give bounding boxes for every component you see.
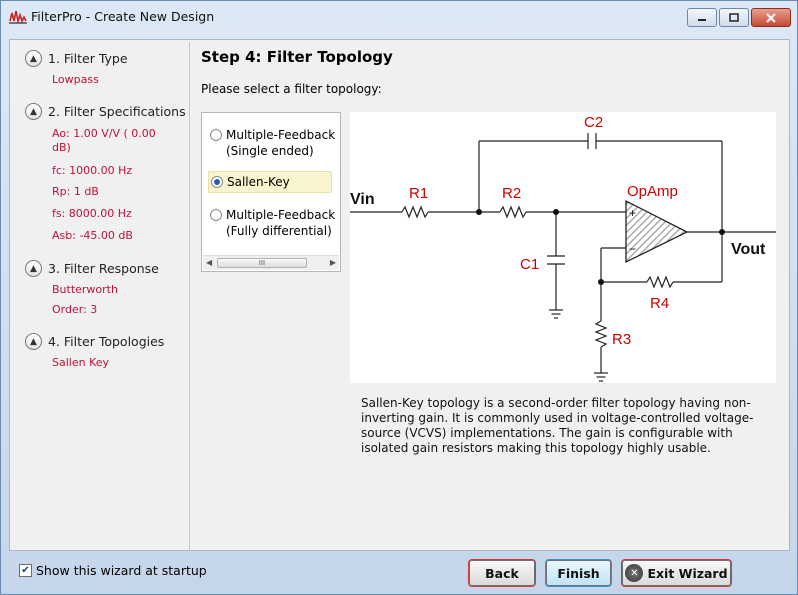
page-title: Step 4: Filter Topology — [201, 48, 393, 66]
capacitor-c1 — [547, 255, 565, 265]
label-r4: R4 — [650, 295, 669, 312]
label-c1: C1 — [520, 256, 539, 273]
show-wizard-checkbox[interactable]: ✔ — [19, 564, 32, 577]
chevron-up-icon[interactable]: ▲ — [25, 103, 42, 120]
scroll-right-icon[interactable]: ▶ — [329, 258, 336, 267]
chevron-up-icon[interactable]: ▲ — [25, 50, 42, 67]
junction-dot — [719, 229, 725, 235]
junction-dot — [553, 209, 559, 215]
spec-asb: Asb: -45.00 dB — [52, 229, 133, 242]
minimize-button[interactable] — [687, 8, 717, 27]
ground-symbol-c1 — [549, 309, 563, 319]
topology-radio-list: Multiple-Feedback (Single ended) Sallen-… — [201, 112, 341, 272]
exit-wizard-button[interactable]: ✕ Exit Wizard — [622, 560, 731, 586]
exit-icon: ✕ — [625, 564, 644, 582]
exit-wizard-label: Exit Wizard — [647, 565, 728, 581]
resistor-r1 — [401, 205, 429, 219]
topology-option-mfb-single[interactable]: Multiple-Feedback (Single ended) — [210, 127, 335, 159]
spec-rp: Rp: 1 dB — [52, 185, 99, 198]
label-r3: R3 — [612, 331, 631, 348]
step-header[interactable]: ▲ 1. Filter Type — [25, 50, 128, 67]
close-button[interactable] — [751, 8, 791, 27]
resistor-r3 — [594, 320, 608, 348]
topology-option-mfb-differential[interactable]: Multiple-Feedback (Fully differential) — [210, 207, 335, 239]
junction-dot — [476, 209, 482, 215]
close-icon — [766, 12, 776, 23]
maximize-icon — [729, 13, 739, 22]
scroll-left-icon[interactable]: ◀ — [206, 258, 213, 267]
label-r1: R1 — [409, 185, 428, 202]
option-label: Multiple-Feedback (Single ended) — [226, 128, 336, 158]
titlebar[interactable]: FilterPro - Create New Design — [1, 1, 797, 33]
spec-fs: fs: 8000.00 Hz — [52, 207, 132, 220]
label-c2: C2 — [584, 114, 603, 131]
step-label: 4. Filter Topologies — [48, 334, 165, 349]
wizard-client-area: ▲ 1. Filter Type Lowpass ▲ 2. Filter Spe… — [9, 39, 790, 551]
chevron-up-icon[interactable]: ▲ — [25, 260, 42, 277]
spec-fc: fc: 1000.00 Hz — [52, 164, 133, 177]
back-button[interactable]: Back — [469, 560, 535, 586]
show-wizard-label: Show this wizard at startup — [36, 563, 207, 578]
step-label: 2. Filter Specifications — [48, 104, 186, 119]
scroll-thumb[interactable]: III — [217, 258, 307, 268]
finish-button[interactable]: Finish — [546, 560, 611, 586]
capacitor-c2 — [587, 133, 597, 149]
opamp-plus-sign: + — [629, 206, 636, 220]
spec-ao: Ao: 1.00 V/V ( 0.00 — [52, 127, 156, 140]
topology-value: Sallen Key — [52, 356, 110, 369]
minimize-icon — [698, 18, 706, 21]
resistor-r2 — [499, 205, 527, 219]
step-value: Lowpass — [52, 73, 99, 86]
radio-button-checked[interactable] — [211, 176, 223, 188]
step-header[interactable]: ▲ 4. Filter Topologies — [25, 333, 164, 350]
step-label: 3. Filter Response — [48, 261, 159, 276]
horizontal-scrollbar[interactable]: ◀ III ▶ — [203, 255, 339, 270]
option-label: Sallen-Key — [227, 175, 290, 189]
topology-description: Sallen-Key topology is a second-order fi… — [361, 396, 754, 455]
label-vout: Vout — [731, 241, 766, 258]
opamp-symbol — [625, 199, 689, 264]
response-order: Order: 3 — [52, 303, 98, 316]
radio-button[interactable] — [210, 209, 222, 221]
chevron-up-icon[interactable]: ▲ — [25, 333, 42, 350]
junction-dot — [598, 279, 604, 285]
maximize-button[interactable] — [719, 8, 749, 27]
opamp-minus-sign: − — [629, 242, 636, 256]
step-label: 1. Filter Type — [48, 51, 128, 66]
option-label: Multiple-Feedback (Fully differential) — [226, 208, 336, 238]
label-opamp: OpAmp — [627, 183, 678, 200]
label-r2: R2 — [502, 185, 521, 202]
label-vin: Vin — [350, 191, 375, 208]
filterpro-app-icon — [9, 10, 27, 25]
topology-option-sallen-key[interactable]: Sallen-Key — [208, 171, 332, 193]
step-header[interactable]: ▲ 3. Filter Response — [25, 260, 159, 277]
resistor-r4 — [646, 275, 674, 289]
ground-symbol-r3 — [594, 372, 608, 382]
show-wizard-option[interactable]: ✔ Show this wizard at startup — [19, 563, 207, 578]
window-title: FilterPro - Create New Design — [31, 9, 215, 24]
topology-pane: Step 4: Filter Topology Please select a … — [195, 42, 789, 550]
spec-ao-db: dB) — [52, 141, 71, 154]
sallen-key-schematic: Vin Vout R1 R2 C2 C1 OpAmp R4 R3 + − — [350, 112, 776, 383]
radio-button[interactable] — [210, 129, 222, 141]
step-summary-panel: ▲ 1. Filter Type Lowpass ▲ 2. Filter Spe… — [12, 42, 190, 550]
step-header[interactable]: ▲ 2. Filter Specifications — [25, 103, 186, 120]
window-controls — [687, 8, 791, 27]
topology-prompt: Please select a filter topology: — [201, 82, 382, 96]
response-type: Butterworth — [52, 283, 118, 296]
